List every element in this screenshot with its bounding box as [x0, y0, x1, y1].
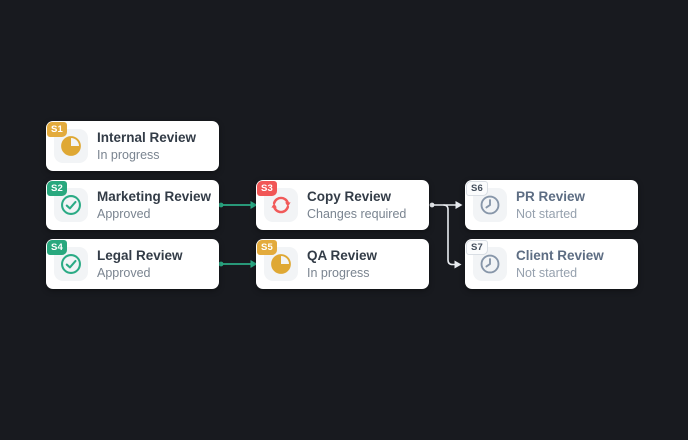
clock-icon: [480, 254, 500, 274]
stage-card-qa-review[interactable]: S5 QA Review In progress: [256, 239, 429, 289]
check-circle-icon: [61, 195, 81, 215]
stage-badge: S3: [257, 181, 278, 196]
edge-s2-s3: [218, 201, 258, 209]
stage-title: QA Review: [307, 247, 378, 263]
edge-arrowhead: [250, 260, 258, 268]
stage-status: Not started: [516, 207, 578, 222]
stage-title: Legal Review: [97, 247, 183, 263]
edge-arrowhead: [250, 201, 258, 209]
stage-card-internal-review[interactable]: S1 Internal Review In progress: [46, 121, 219, 171]
stage-badge: S2: [47, 181, 68, 196]
stage-status: Not started: [516, 266, 578, 281]
stage-status: In progress: [307, 266, 370, 281]
stage-badge: S1: [47, 122, 68, 137]
stage-title: Copy Review: [307, 188, 392, 204]
stage-title: Marketing Review: [97, 188, 212, 204]
stage-badge: S7: [466, 240, 489, 255]
stage-card-copy-review[interactable]: S3 Copy Review Changes required: [256, 180, 429, 230]
stage-card-pr-review[interactable]: S6 PR Review Not started: [465, 180, 638, 230]
check-circle-icon: [61, 254, 81, 274]
stage-badge: S4: [47, 240, 68, 255]
stage-card-client-review[interactable]: S7 Client Review Not started: [465, 239, 638, 289]
stage-status: Approved: [97, 266, 151, 281]
edge-s3-s7: [443, 204, 462, 269]
edge-arrowhead: [455, 201, 463, 209]
stage-title: Internal Review: [97, 129, 197, 145]
refresh-icon: [271, 196, 291, 214]
stage-badge: S5: [257, 240, 278, 255]
stage-title: Client Review: [516, 247, 604, 263]
edge-line: [443, 204, 455, 266]
stage-status: Approved: [97, 207, 151, 222]
stage-card-marketing-review[interactable]: S2 Marketing Review Approved: [46, 180, 219, 230]
pie-chart-icon: [61, 136, 81, 156]
clock-icon: [480, 195, 500, 215]
stage-badge: S6: [466, 181, 489, 196]
stage-card-legal-review[interactable]: S4 Legal Review Approved: [46, 239, 219, 289]
stage-status: In progress: [97, 148, 160, 163]
pie-chart-icon: [271, 254, 291, 274]
edge-s4-s5: [218, 260, 258, 268]
edge-arrowhead: [454, 260, 462, 269]
stage-status: Changes required: [307, 207, 407, 222]
stage-title: PR Review: [516, 188, 586, 204]
